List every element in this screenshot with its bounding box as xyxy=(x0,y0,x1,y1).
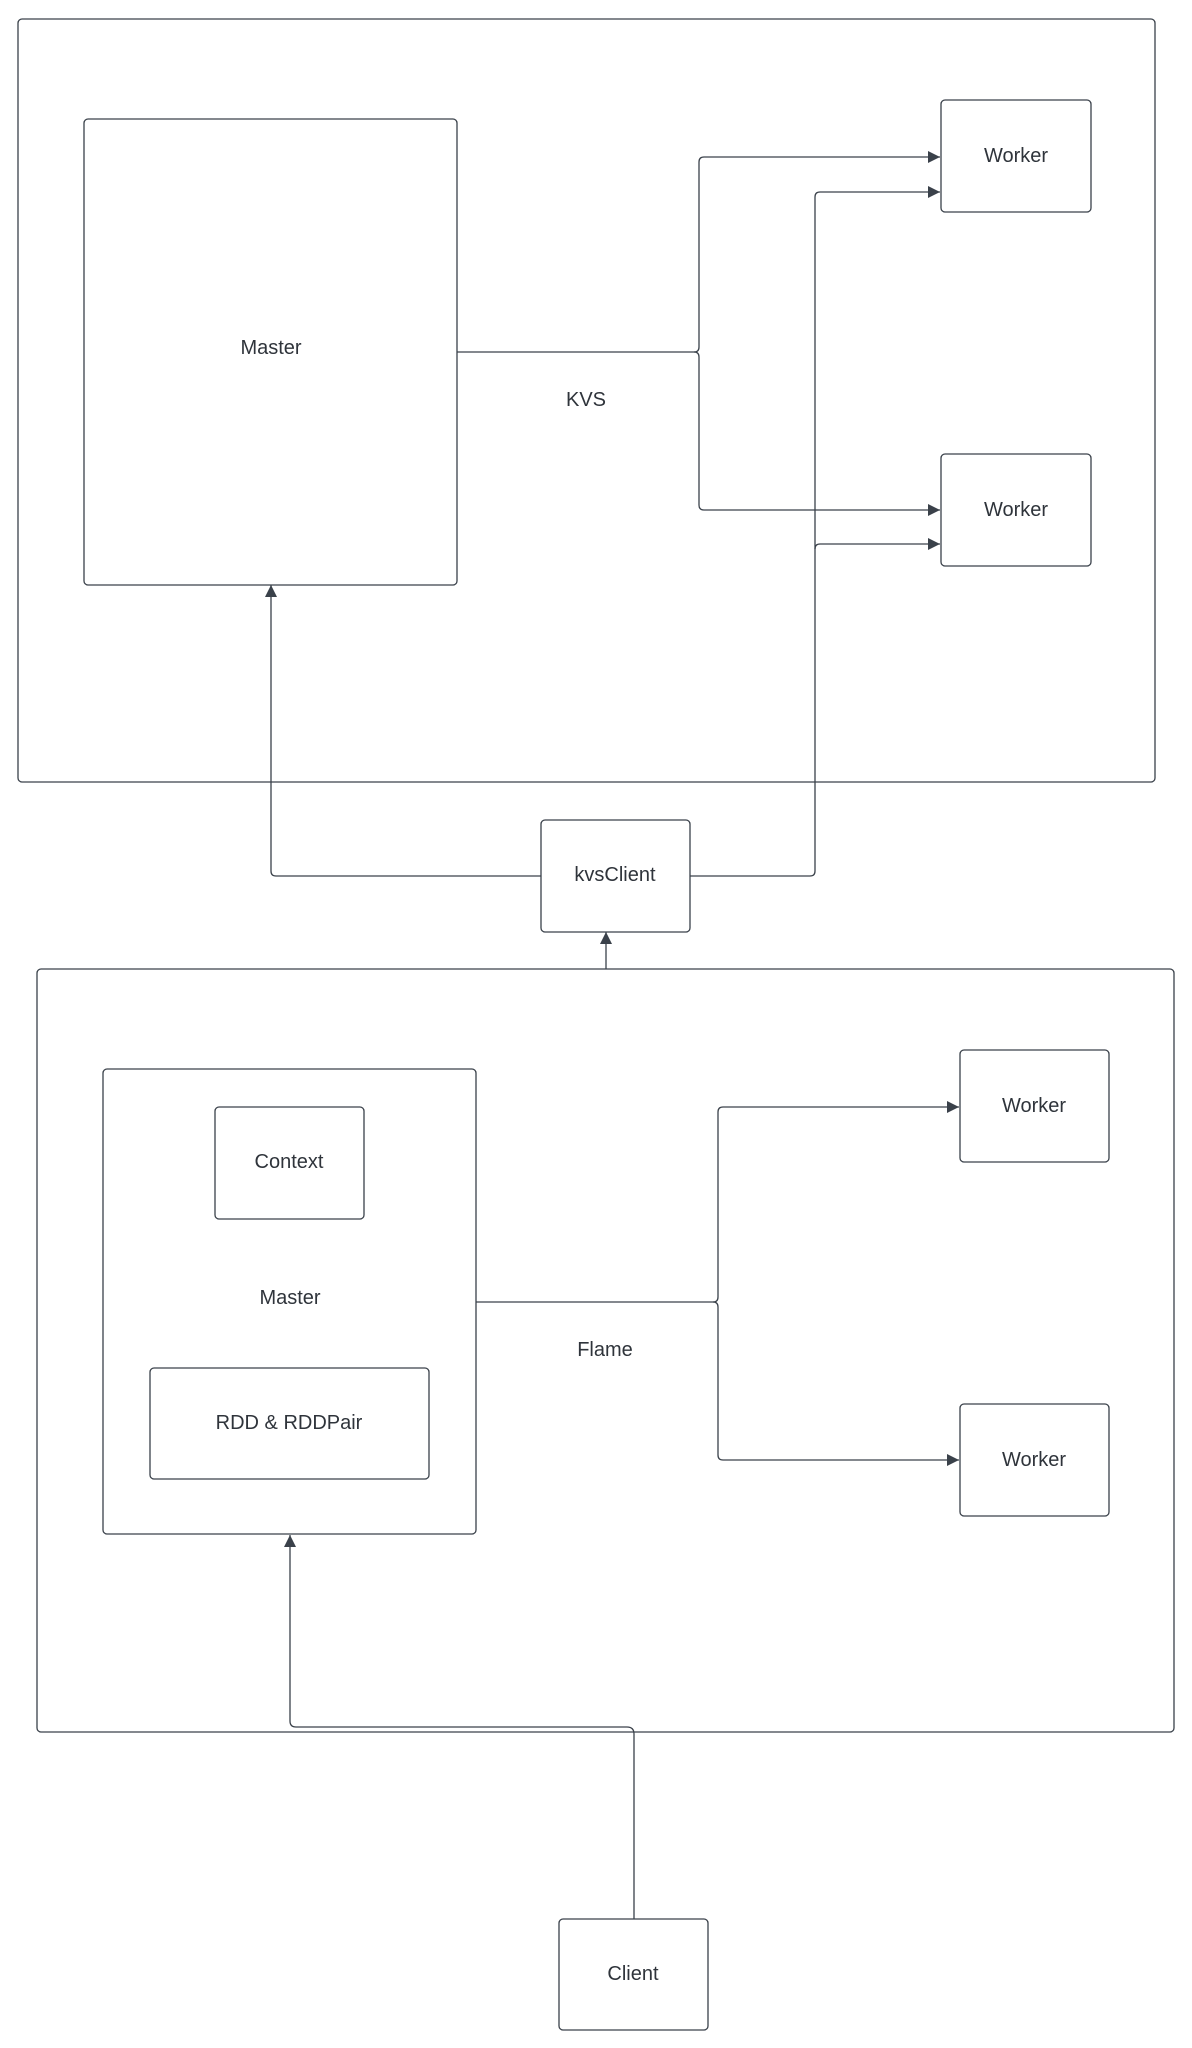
kvs-worker-2-label: Worker xyxy=(984,499,1048,521)
kvs-client-node[interactable]: kvsClient xyxy=(540,819,691,933)
kvs-worker-1-box xyxy=(940,99,1092,213)
edge-flame-master-to-worker-1 xyxy=(476,1101,959,1303)
kvs-worker-2-node[interactable]: Worker xyxy=(940,453,1092,567)
flame-context-box xyxy=(214,1106,365,1220)
kvs-client-box xyxy=(540,819,691,933)
edge-kvsclient-to-kvs-worker-2 xyxy=(814,538,940,550)
edge-kvs-master-to-worker-1 xyxy=(457,151,940,353)
edge-flame-master-to-worker-2 xyxy=(712,1301,959,1466)
flame-context-node[interactable]: Context xyxy=(214,1106,365,1220)
flame-rdd-box xyxy=(149,1367,430,1480)
kvs-master-box xyxy=(83,118,458,586)
edge-kvs-master-to-worker-2 xyxy=(693,351,940,516)
edge-client-to-flame-master xyxy=(284,1535,635,1919)
flame-worker-1-box xyxy=(959,1049,1110,1163)
client-box xyxy=(558,1918,709,2031)
edge-kvsclient-to-kvs-worker-1 xyxy=(690,186,940,877)
connectors xyxy=(265,151,959,1919)
kvs-master-label: Master xyxy=(240,337,301,359)
flame-cluster-label: Flame xyxy=(577,1339,633,1361)
kvs-worker-1-node[interactable]: Worker xyxy=(940,99,1092,213)
kvs-cluster[interactable]: KVS xyxy=(17,18,1156,783)
flame-context-label: Context xyxy=(255,1151,324,1173)
client-label: Client xyxy=(607,1963,659,1985)
kvs-cluster-frame xyxy=(17,18,1156,783)
kvs-client-label: kvsClient xyxy=(574,864,656,886)
flame-worker-2-box xyxy=(959,1403,1110,1517)
kvs-master-node[interactable]: Master xyxy=(83,118,458,586)
flame-master-label: Master xyxy=(259,1287,320,1309)
flame-worker-1-label: Worker xyxy=(1002,1095,1066,1117)
flame-worker-2-label: Worker xyxy=(1002,1449,1066,1471)
kvs-worker-2-box xyxy=(940,453,1092,567)
kvs-worker-1-label: Worker xyxy=(984,145,1048,167)
flame-worker-2-node[interactable]: Worker xyxy=(959,1403,1110,1517)
client-node[interactable]: Client xyxy=(558,1918,709,2031)
kvs-cluster-label: KVS xyxy=(566,389,606,411)
edge-kvsclient-to-kvs-master xyxy=(265,585,541,877)
flame-rdd-node[interactable]: RDD & RDDPair xyxy=(149,1367,430,1480)
flame-rdd-label: RDD & RDDPair xyxy=(216,1412,363,1434)
flame-worker-1-node[interactable]: Worker xyxy=(959,1049,1110,1163)
